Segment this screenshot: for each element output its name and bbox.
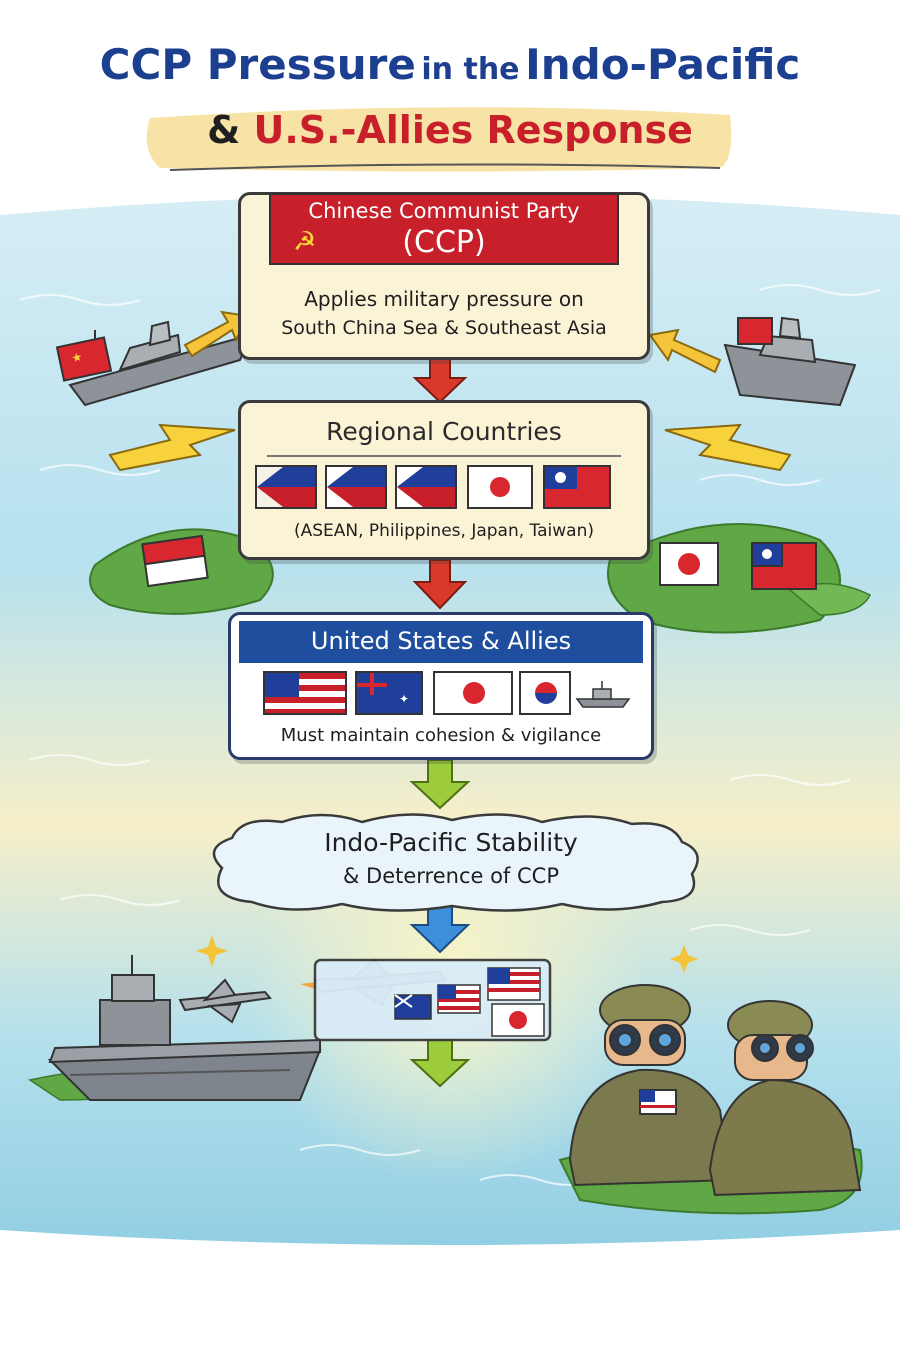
hammer-sickle-icon: ☭ <box>293 227 317 257</box>
allies-title: United States & Allies <box>310 627 572 655</box>
regional-caption: (ASEAN, Philippines, Japan, Taiwan) <box>293 521 594 541</box>
title-underline <box>169 163 721 171</box>
ccp-warship-right <box>723 316 857 407</box>
regional-countries-box: Regional Countries (ASEAN, Philippines, … <box>238 400 650 560</box>
sparkle-icon-left <box>196 935 228 967</box>
ccp-warship-left <box>68 320 252 407</box>
flag-taiwan <box>543 465 611 509</box>
soldier-right <box>708 1000 862 1197</box>
title-highlight <box>146 107 732 172</box>
stability-line-2: & Deterrence of CCP <box>342 864 559 888</box>
flag-philippines <box>325 465 387 509</box>
arrow-down-1 <box>412 357 468 404</box>
ccp-box: Chinese Communist Party (CCP) ☭ Applies … <box>238 192 650 360</box>
arrow-down-5 <box>409 1039 471 1088</box>
ccp-body-line-2: South China Sea & Southeast Asia <box>281 317 607 339</box>
title-part-3: Indo-Pacific <box>525 40 801 89</box>
pressure-arrow-right <box>648 328 722 374</box>
flag-south-korea <box>519 671 571 715</box>
sparkle-icon-right <box>670 945 698 973</box>
title-line-2: & U.S.-Allies Response <box>0 108 900 152</box>
ccp-header-line-2: (CCP) <box>402 225 486 260</box>
ccp-header-line-1: Chinese Communist Party <box>308 199 580 223</box>
title-part-5: U.S.-Allies Response <box>253 108 693 152</box>
cloud-shape <box>212 813 699 912</box>
flag-japan-2 <box>433 671 513 715</box>
stability-cloud: Indo-Pacific Stability & Deterrence of C… <box>192 808 710 916</box>
ccp-header: Chinese Communist Party (CCP) ☭ <box>269 193 619 265</box>
warship-icon-shape <box>575 681 631 708</box>
flag-australia: ✦ <box>355 671 423 715</box>
title-part-4: & <box>207 108 241 152</box>
title-line-1: CCP Pressure in the Indo-Pacific <box>0 40 900 89</box>
island-flag-left <box>141 534 209 588</box>
allies-box: United States & Allies ✦ Must maintain c… <box>228 612 654 760</box>
fighter-jet-icon-left <box>178 978 272 1024</box>
panel-flag-us-middle <box>437 984 481 1014</box>
lightning-icon-right <box>664 423 792 472</box>
regional-divider <box>267 455 621 457</box>
island-flag-taiwan <box>751 542 817 590</box>
carrier-warship <box>47 955 322 1101</box>
panel-flag-us-top <box>487 967 541 1001</box>
allies-header: United States & Allies <box>239 621 643 663</box>
flag-usa <box>263 671 347 715</box>
arrow-down-4 <box>409 904 471 954</box>
flag-japan <box>467 465 533 509</box>
warship-icon <box>575 679 631 709</box>
allies-caption: Must maintain cohesion & vigilance <box>280 725 602 746</box>
island-flag-japan <box>659 542 719 586</box>
panel-flag-japan <box>491 1003 545 1037</box>
soldier-left <box>568 984 732 1187</box>
title-part-2: in the <box>421 52 520 87</box>
title-part-1: CCP Pressure <box>99 40 416 89</box>
lightning-icon-left <box>108 423 236 472</box>
panel-flag-australia <box>394 994 432 1020</box>
svg-text:★: ★ <box>70 349 83 365</box>
ccp-flag-right <box>737 317 773 345</box>
ccp-body-line-1: Applies military pressure on <box>304 287 584 311</box>
stability-line-1: Indo-Pacific Stability <box>324 828 578 857</box>
arrow-down-3 <box>409 759 471 810</box>
flag-philippines-2 <box>395 465 457 509</box>
regional-title: Regional Countries <box>326 417 562 446</box>
flag-asean <box>255 465 317 509</box>
arrow-down-2 <box>412 559 468 610</box>
ccp-flag-left: ★ <box>55 336 113 382</box>
